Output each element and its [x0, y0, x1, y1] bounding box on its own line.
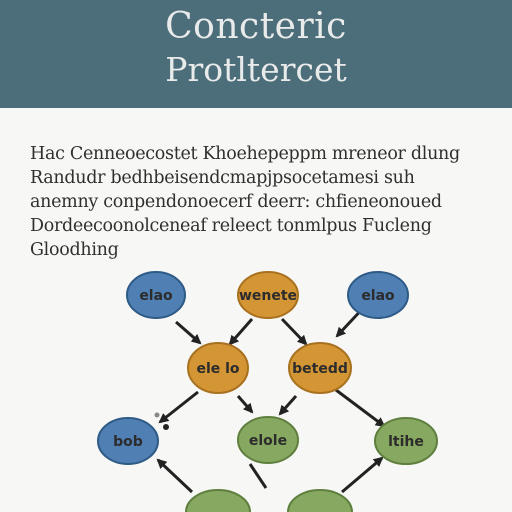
edge-arrow — [248, 463, 268, 489]
node-label: betedd — [292, 361, 348, 377]
edge-arrow — [228, 318, 254, 346]
node-top-right: elao — [347, 271, 409, 319]
paragraph-line: anemny conpendonoecerf deerr: chfieneono… — [30, 192, 442, 212]
node-label: elao — [361, 288, 395, 304]
node-lower-left: bob — [97, 417, 159, 465]
node-lower-right: ltihe — [374, 417, 438, 465]
node-middle-left: ele lo — [187, 342, 249, 394]
node-top-left: elao — [126, 271, 186, 319]
edge-arrow — [341, 456, 384, 494]
edge-arrow — [175, 320, 202, 345]
node-bottom-right — [287, 489, 353, 512]
edge-arrow — [278, 395, 298, 416]
node-label: wenete — [239, 288, 297, 304]
title-line-2: Protltercet — [165, 50, 347, 89]
edge-arrow — [158, 390, 199, 424]
edge-arrow — [335, 388, 386, 428]
paragraph-line: Dordeecoonolceneaf releect tonmlpus Fucl… — [30, 216, 432, 236]
paragraph-line: Hac Cenneoecostet Khoehepeppm mreneor dl… — [30, 144, 460, 164]
node-label: ltihe — [388, 434, 424, 450]
dot-marker — [163, 424, 169, 430]
edge-arrow — [236, 395, 254, 414]
header-banner: Concteric Protltercet — [0, 0, 512, 108]
paragraph-line: Randudr bedhbeisendcmapjpsocetamesi suh — [30, 168, 415, 188]
node-label: ele lo — [196, 361, 239, 377]
node-bottom-left — [185, 489, 251, 512]
node-top-center: wenete — [237, 271, 299, 319]
node-lower-center: elole — [237, 416, 299, 464]
edge-arrow — [280, 317, 308, 346]
node-middle-right: betedd — [288, 342, 352, 394]
paragraph-line: Gloodhing — [30, 240, 119, 260]
description-paragraph: Hac Cenneoecostet Khoehepeppm mreneor dl… — [30, 142, 500, 262]
node-label: elao — [139, 288, 173, 304]
dot-marker — [154, 412, 160, 418]
node-label: bob — [113, 434, 143, 450]
title-line-1: Concteric — [165, 6, 347, 47]
edge-arrow — [156, 458, 194, 494]
node-label: elole — [249, 433, 287, 449]
